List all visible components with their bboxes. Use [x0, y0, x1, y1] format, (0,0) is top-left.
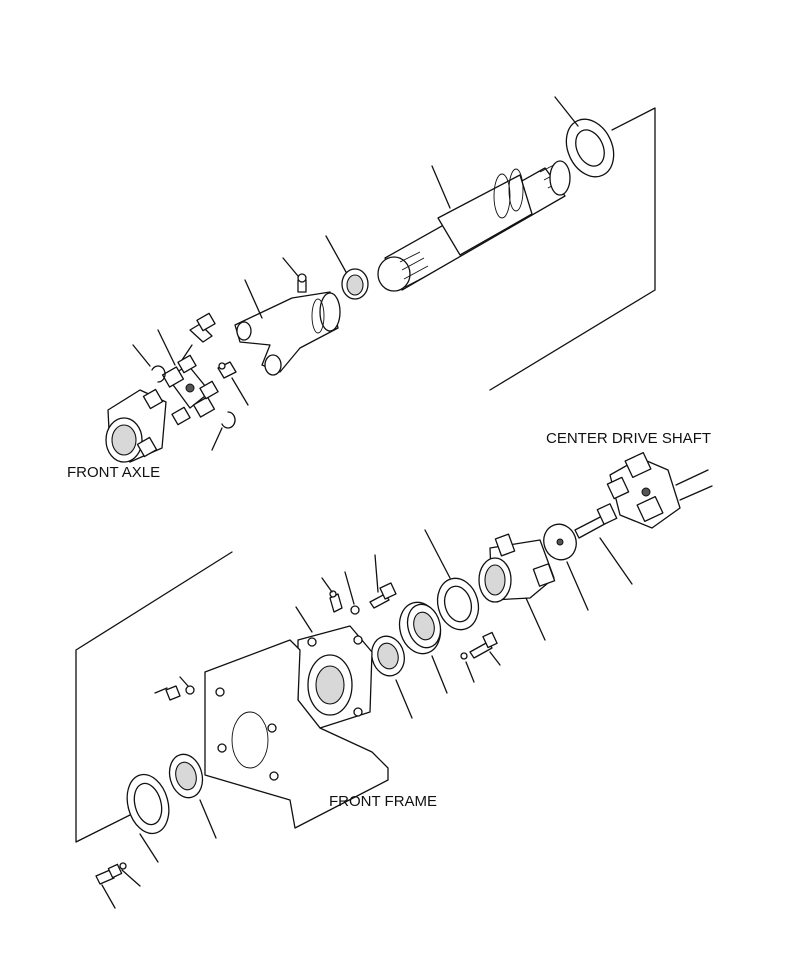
- bearing-bottom: [168, 753, 204, 799]
- callout-leader-cover: [139, 833, 159, 863]
- drive-shaft: [377, 160, 571, 292]
- callout-leader-bearing: [325, 235, 347, 273]
- callout-leader-washer-top: [344, 571, 355, 605]
- washer-plate: [543, 523, 577, 561]
- grease-fitting-upper: [297, 273, 307, 293]
- bolt-small-right: [460, 631, 498, 660]
- callout-leader-bearing-bottom: [199, 799, 217, 839]
- callout-leader-bolt-upper: [181, 344, 193, 361]
- outer-cover: [126, 773, 170, 835]
- seal-ring: [436, 577, 480, 631]
- slip-yoke: [234, 291, 341, 376]
- lower-assembly: CENTER DRIVE SHAFT: [75, 430, 713, 909]
- callout-leader-washer-left: [179, 676, 189, 687]
- oil-seal: [398, 601, 442, 655]
- callout-leader-spacer: [554, 96, 579, 127]
- callout-leader-bolt-bottom: [101, 884, 116, 909]
- universal-joint-spider: [161, 354, 219, 426]
- bolt-long: [574, 503, 618, 539]
- upper-assembly: FRONT AXLE: [67, 96, 656, 481]
- callout-leader-snap-left: [132, 344, 151, 367]
- callout-leader-bolt-small-right-2: [489, 651, 501, 666]
- callout-leader-oil-seal: [431, 655, 448, 694]
- label-front-axle: FRONT AXLE: [67, 464, 160, 481]
- front-frame-plate: [204, 639, 389, 829]
- bolt-bottom: [95, 862, 127, 885]
- center-shaft-u-joint: [606, 451, 713, 529]
- callout-leader-grease-lower: [321, 577, 333, 593]
- grease-fitting-lower: [329, 590, 343, 613]
- callout-leader-yoke: [244, 279, 263, 319]
- companion-flange: [478, 533, 556, 603]
- callout-leader-spider: [157, 329, 176, 366]
- callout-leader-shaft: [431, 165, 451, 209]
- grease-fitting-spider: [217, 361, 237, 379]
- callout-leader-grease-spider: [231, 377, 249, 406]
- front-axle-yoke: [105, 388, 167, 463]
- bearing-housing: [297, 625, 373, 729]
- spacer-ring: [565, 118, 615, 178]
- bolt-upper: [189, 312, 216, 343]
- callout-leader-washer-bottom: [121, 869, 141, 887]
- callout-leader-housing: [295, 606, 313, 633]
- label-front-frame: FRONT FRAME: [329, 793, 437, 810]
- center-bearing: [371, 635, 405, 677]
- callout-leader-bolt-long: [599, 537, 633, 585]
- washer-small-top: [350, 605, 360, 615]
- upper-group-bracket: [489, 107, 656, 391]
- callout-leader-bolt-small-right: [465, 661, 475, 683]
- bolt-top: [369, 582, 397, 609]
- nut-left: [165, 685, 181, 701]
- callout-leader-center-bearing: [395, 679, 413, 719]
- snap-ring-left: [151, 365, 166, 383]
- callout-leader-seal: [424, 529, 451, 579]
- callout-leader-grease-upper: [282, 257, 299, 277]
- callout-leader-flange: [525, 597, 546, 641]
- callout-leader-nut: [154, 687, 168, 694]
- washer-left: [185, 685, 195, 695]
- shaft-bearing: [341, 268, 369, 300]
- snap-ring-right: [221, 411, 236, 429]
- callout-leader-washer-plate: [566, 561, 589, 611]
- callout-leader-snap-right: [211, 427, 223, 451]
- lower-group-bracket: [75, 551, 233, 843]
- label-center-drive-shaft: CENTER DRIVE SHAFT: [546, 430, 711, 447]
- callout-leader-bolt-top: [374, 554, 379, 593]
